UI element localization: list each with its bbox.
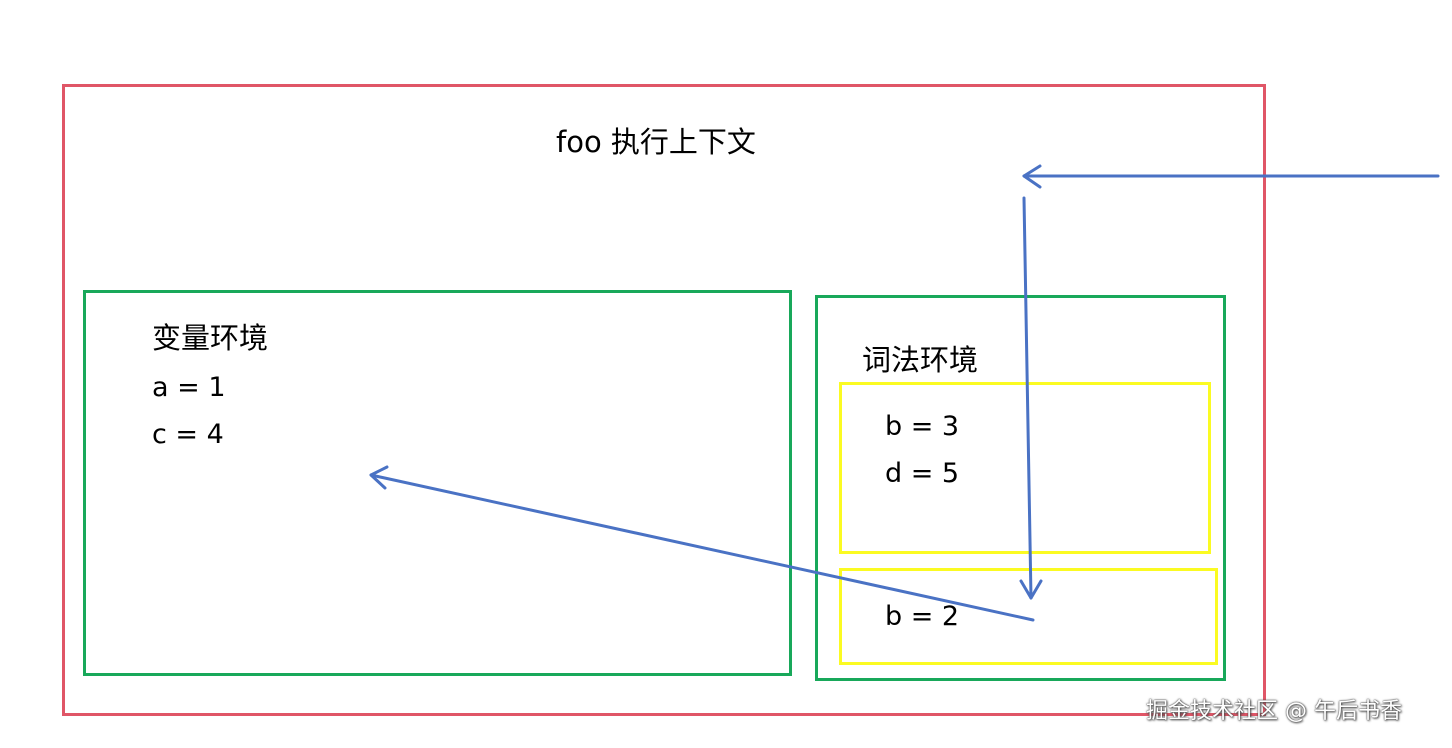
execution-context-title: foo 执行上下文 (556, 125, 756, 159)
lexical-environment-box (815, 295, 1226, 681)
variable-environment-title: 变量环境 (152, 321, 269, 355)
lexical-environment-title: 词法环境 (862, 343, 979, 377)
execution-context-box (62, 84, 1266, 716)
lookup-arrow-to-variable-env (369, 465, 1035, 622)
lexical-block-outer (839, 382, 1211, 554)
lexical-block-inner (839, 568, 1218, 665)
lexical-entry-b2: b = 2 (885, 601, 960, 632)
watermark: 掘金技术社区 @ 午后书香 (1146, 699, 1402, 724)
incoming-arrow (1022, 164, 1440, 189)
lookup-arrow-down (1019, 196, 1043, 600)
variable-entry-c: c = 4 (152, 419, 224, 450)
variable-environment-box (83, 290, 792, 676)
lexical-entry-d5: d = 5 (885, 458, 960, 489)
lexical-entry-b3: b = 3 (885, 411, 960, 442)
variable-entry-a: a = 1 (152, 372, 226, 403)
